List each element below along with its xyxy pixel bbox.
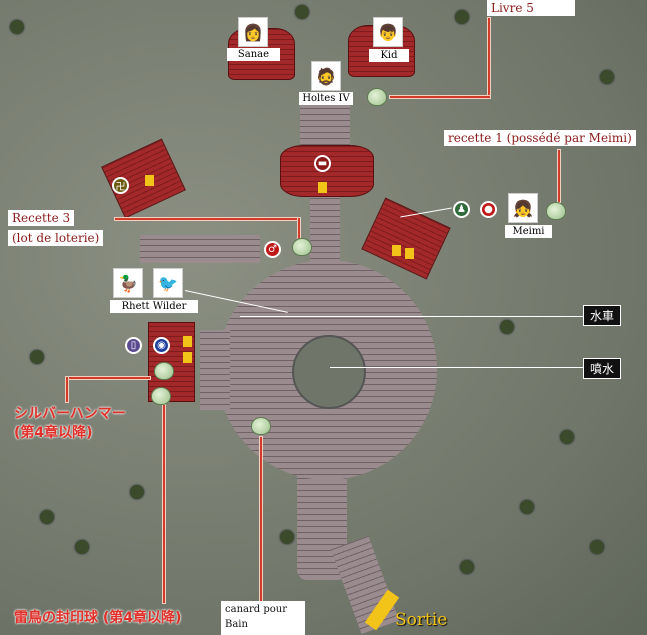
west-stairs [200, 330, 230, 410]
treasure-bag-icon[interactable] [154, 362, 174, 380]
pointer-line [298, 218, 300, 240]
pointer-line [558, 150, 560, 202]
livre5-label: Livre 5 [487, 0, 575, 16]
door [145, 175, 154, 186]
pointer-line [115, 218, 300, 220]
holtes-label: Holtes IV [299, 92, 353, 105]
holtes-portrait[interactable]: 🧔 [311, 61, 341, 91]
tree [10, 20, 24, 34]
door [183, 352, 192, 363]
treasure-bag-icon[interactable] [251, 417, 271, 435]
exit-road [330, 535, 400, 635]
treasure-bag-icon[interactable] [367, 88, 387, 106]
recette1-label: recette 1 (possédé par Meimi) [444, 130, 636, 146]
fountain-label: 噴水 [583, 358, 622, 379]
item-shop-icon[interactable]: ♟ [453, 201, 470, 218]
bed-icon[interactable]: ▬ [314, 155, 331, 172]
pointer-line [390, 96, 490, 98]
tree [75, 540, 89, 554]
tree [280, 530, 294, 544]
north-stairs [310, 190, 340, 270]
fountain-pond [292, 335, 366, 409]
tree [130, 485, 144, 499]
pointer-line [163, 405, 165, 603]
recette3-label: Recette 3 [8, 210, 75, 226]
tree [455, 10, 469, 24]
door [405, 248, 414, 259]
exit-label[interactable]: Sortie [395, 610, 448, 630]
recette3-sub-label: (lot de loterie) [8, 230, 104, 246]
kid-portrait[interactable]: 👦 [373, 17, 403, 47]
inn [280, 145, 374, 197]
kid-label: Kid [369, 49, 409, 62]
tree [600, 70, 614, 84]
pointer-line [260, 437, 262, 601]
north-road [300, 100, 350, 150]
canard-line2: Bain [225, 619, 248, 630]
rune-icon[interactable]: 卍 [112, 177, 129, 194]
rhett-portrait[interactable]: 🦆 [113, 268, 143, 298]
canard-line1: canard pour [225, 604, 287, 615]
appraiser-icon[interactable]: ● [480, 201, 497, 218]
thunderbird-orb-label: 雷鳥の封印球 (第4章以降) [14, 610, 182, 626]
pointer-line [330, 367, 585, 368]
meimi-label: Meimi [505, 225, 552, 238]
pointer-line [488, 18, 490, 98]
watermill-label: 水車 [583, 305, 622, 326]
book-icon[interactable]: ▯ [125, 337, 142, 354]
treasure-bag-icon[interactable] [151, 387, 171, 405]
pointer-line [240, 316, 585, 317]
treasure-bag-icon[interactable] [292, 238, 312, 256]
sanae-portrait[interactable]: 👩 [238, 17, 268, 47]
tree [520, 500, 534, 514]
wilder-portrait[interactable]: 🐦 [153, 268, 183, 298]
tree [460, 560, 474, 574]
silver-hammer-label: シルバーハンマー [14, 406, 126, 422]
silver-hammer-sub-label: (第4章以降) [14, 425, 93, 441]
tree [590, 540, 604, 554]
tree [40, 510, 54, 524]
lottery-icon[interactable]: ♂ [264, 241, 281, 258]
door [392, 245, 401, 256]
tree [30, 350, 44, 364]
door [183, 336, 192, 347]
pointer-line [66, 377, 68, 402]
rhett-wilder-label: Rhett Wilder [110, 300, 198, 313]
tree [560, 430, 574, 444]
pointer-line [66, 377, 150, 379]
west-road [140, 235, 260, 263]
sanae-label: Sanae [227, 48, 280, 61]
door [318, 182, 327, 193]
blacksmith-icon[interactable]: ◉ [153, 337, 170, 354]
treasure-bag-icon[interactable] [546, 202, 566, 220]
tree [500, 320, 514, 334]
meimi-portrait[interactable]: 👧 [508, 193, 538, 223]
tree [295, 5, 309, 19]
